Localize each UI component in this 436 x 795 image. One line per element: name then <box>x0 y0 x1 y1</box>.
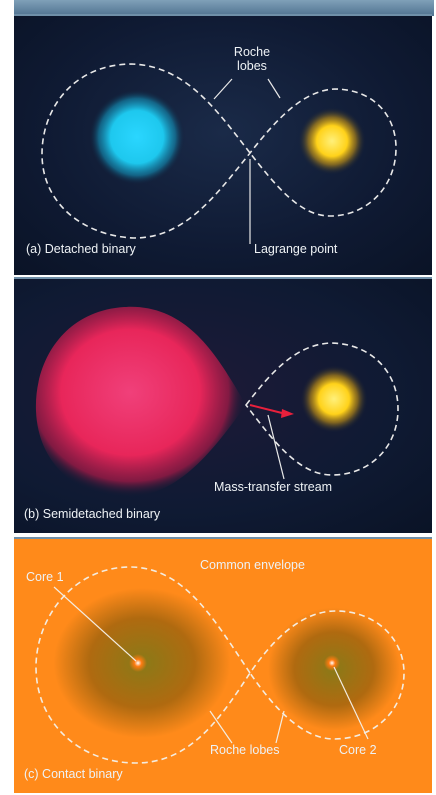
mass-transfer-arrow <box>249 404 283 414</box>
core-1-label: Core 1 <box>26 570 64 584</box>
panel-semidetached-binary: Mass-transfer stream (b) Semidetached bi… <box>14 277 432 533</box>
caption-contact-binary: (c) Contact binary <box>24 767 123 781</box>
yellow-star <box>300 365 368 433</box>
roche-pointer-right <box>267 78 281 99</box>
roche-pointer-left <box>209 710 233 744</box>
roche-lobes-label: Roche lobes <box>233 45 271 73</box>
roche-lobes-outline <box>35 566 405 764</box>
roche-pointer-right <box>275 710 285 744</box>
core2-pointer <box>333 666 369 740</box>
core-2 <box>324 655 340 671</box>
caption-detached-binary: (a) Detached binary <box>26 242 136 256</box>
contact-binary-illustration <box>14 539 432 793</box>
panel-contact-binary: Core 1 Common envelope Roche lobes Core … <box>14 537 432 793</box>
caption-semidetached-binary: (b) Semidetached binary <box>24 507 161 521</box>
stream-pointer <box>267 414 285 480</box>
semidetached-binary-illustration <box>35 306 399 497</box>
mass-transfer-stream-label: Mass-transfer stream <box>214 480 333 494</box>
red-giant-star <box>35 306 246 497</box>
lagrange-point-label: Lagrange point <box>254 242 338 256</box>
blue-star <box>89 89 185 185</box>
roche-lobes-outline <box>41 63 397 239</box>
roche-lobe-right <box>244 342 399 476</box>
mass-transfer-arrowhead <box>281 409 294 418</box>
yellow-star <box>298 107 366 175</box>
core1-pointer <box>53 586 137 662</box>
common-envelope-label: Common envelope <box>200 558 305 572</box>
detached-binary-illustration <box>41 63 397 244</box>
roche-lobes-label: Roche lobes <box>210 743 280 757</box>
roche-pointer-left <box>213 78 233 100</box>
panel-detached-binary: Roche lobes Lagrange point (a) Detached … <box>14 14 432 275</box>
core-2-label: Core 2 <box>339 743 377 757</box>
frame-top-edge <box>14 0 434 16</box>
